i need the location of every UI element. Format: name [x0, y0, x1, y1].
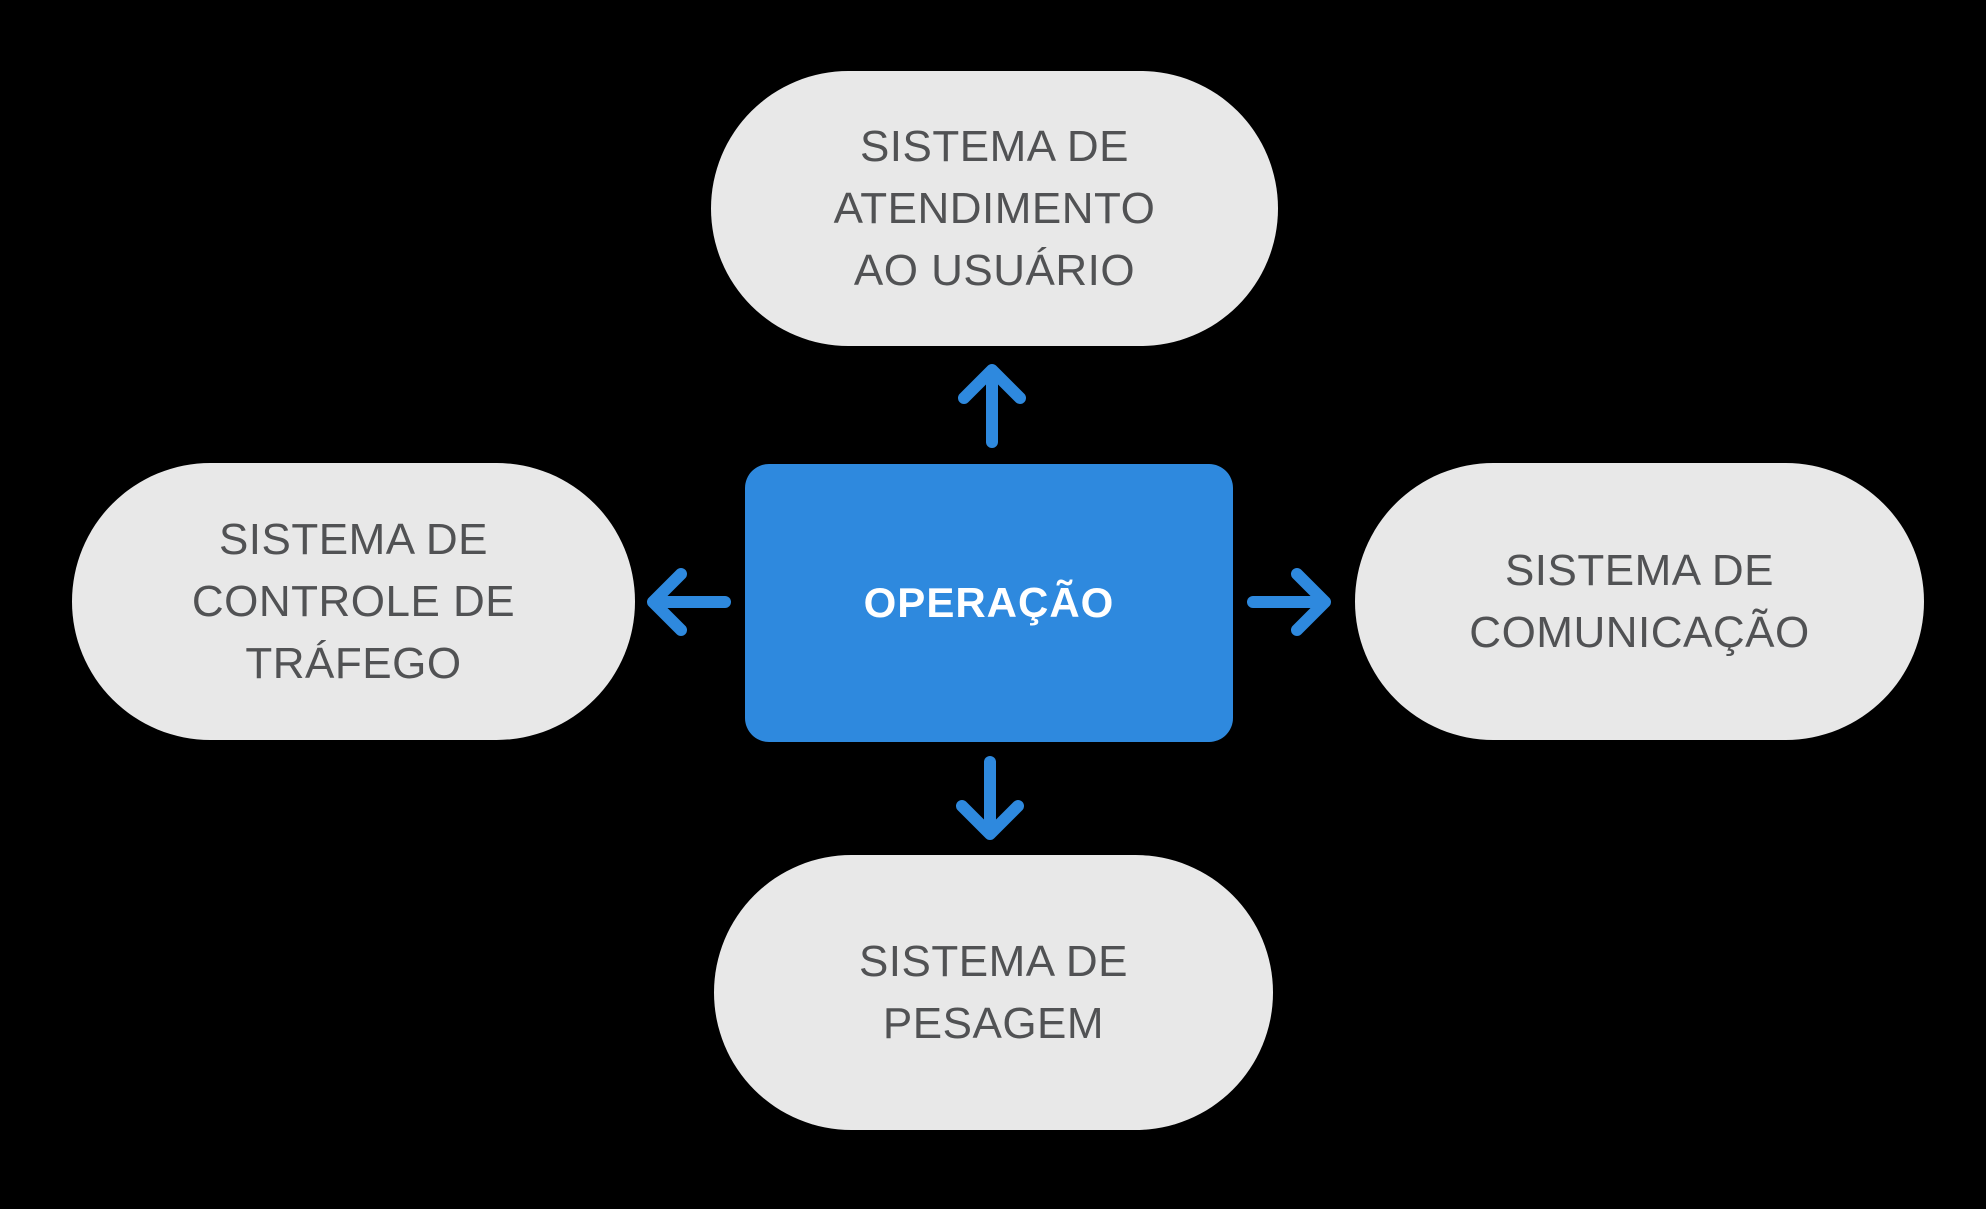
- arrow-right-icon: [1247, 568, 1331, 636]
- node-label: SISTEMA DE PESAGEM: [858, 936, 1129, 1048]
- arrow-up-icon: [958, 364, 1026, 448]
- arrow-left-icon: [647, 568, 731, 636]
- node-label: OPERAÇÃO: [863, 579, 1115, 626]
- node-sistema-pesagem: SISTEMA DE PESAGEM: [714, 855, 1273, 1130]
- node-label: SISTEMA DE CONTROLE DE TRÁFEGO: [191, 514, 516, 688]
- node-sistema-atendimento: SISTEMA DE ATENDIMENTO AO USUÁRIO: [711, 71, 1278, 346]
- node-sistema-controle-trafego: SISTEMA DE CONTROLE DE TRÁFEGO: [72, 463, 635, 740]
- node-label: SISTEMA DE COMUNICAÇÃO: [1469, 545, 1810, 657]
- node-operacao: OPERAÇÃO: [745, 464, 1233, 742]
- node-label: SISTEMA DE ATENDIMENTO AO USUÁRIO: [833, 121, 1156, 295]
- node-sistema-comunicacao: SISTEMA DE COMUNICAÇÃO: [1355, 463, 1924, 740]
- arrow-down-icon: [956, 756, 1024, 840]
